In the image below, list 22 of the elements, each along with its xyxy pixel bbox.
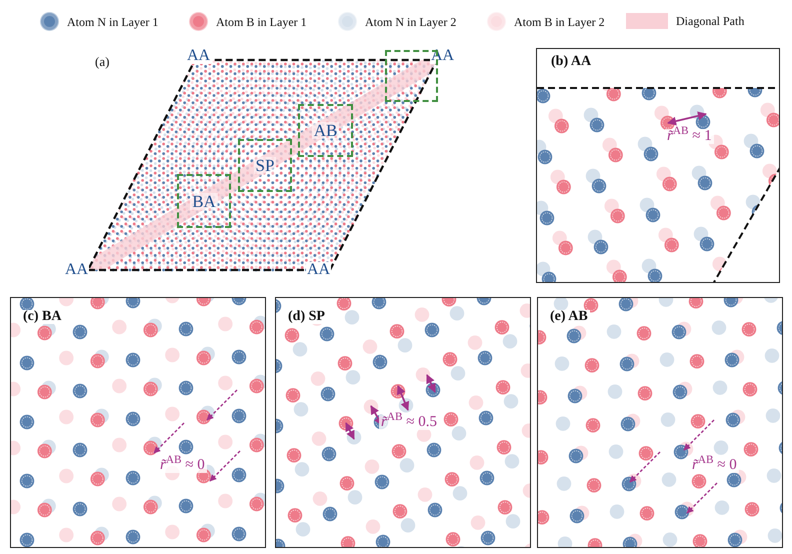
dashed-region-box <box>238 139 292 192</box>
region-label: AB <box>312 122 340 139</box>
region-label: SP <box>254 157 276 174</box>
legend-label: Atom B in Layer 2 <box>514 14 605 30</box>
zoom-panel <box>536 48 780 283</box>
dashed-region-box <box>298 104 353 157</box>
corner-label: AA <box>186 48 212 64</box>
legend-label: Atom B in Layer 1 <box>216 14 307 30</box>
legend-label: Atom N in Layer 2 <box>365 14 456 30</box>
legend-label: Atom N in Layer 1 <box>67 14 158 30</box>
panel-title: (b) AA <box>549 55 594 69</box>
displacement-label: r̃$^{AB}$ ≈ 0.5 <box>379 415 439 430</box>
legend-label: Diagonal Path <box>676 13 744 30</box>
dashed-region-box <box>177 174 231 228</box>
panel-title: (a) <box>95 55 110 68</box>
displacement-label: r̃$^{AB}$ ≈ 0 <box>690 458 739 473</box>
region-label: BA <box>190 192 218 210</box>
panel-title: (e) AB <box>548 310 590 324</box>
panel-title: (d) SP <box>286 310 327 324</box>
panel-title: (c) BA <box>21 310 64 324</box>
displacement-label: r̃$^{AB}$ ≈ 0 <box>158 458 207 473</box>
displacement-label: r̃$^{AB}$ ≈ 1 <box>665 129 714 144</box>
